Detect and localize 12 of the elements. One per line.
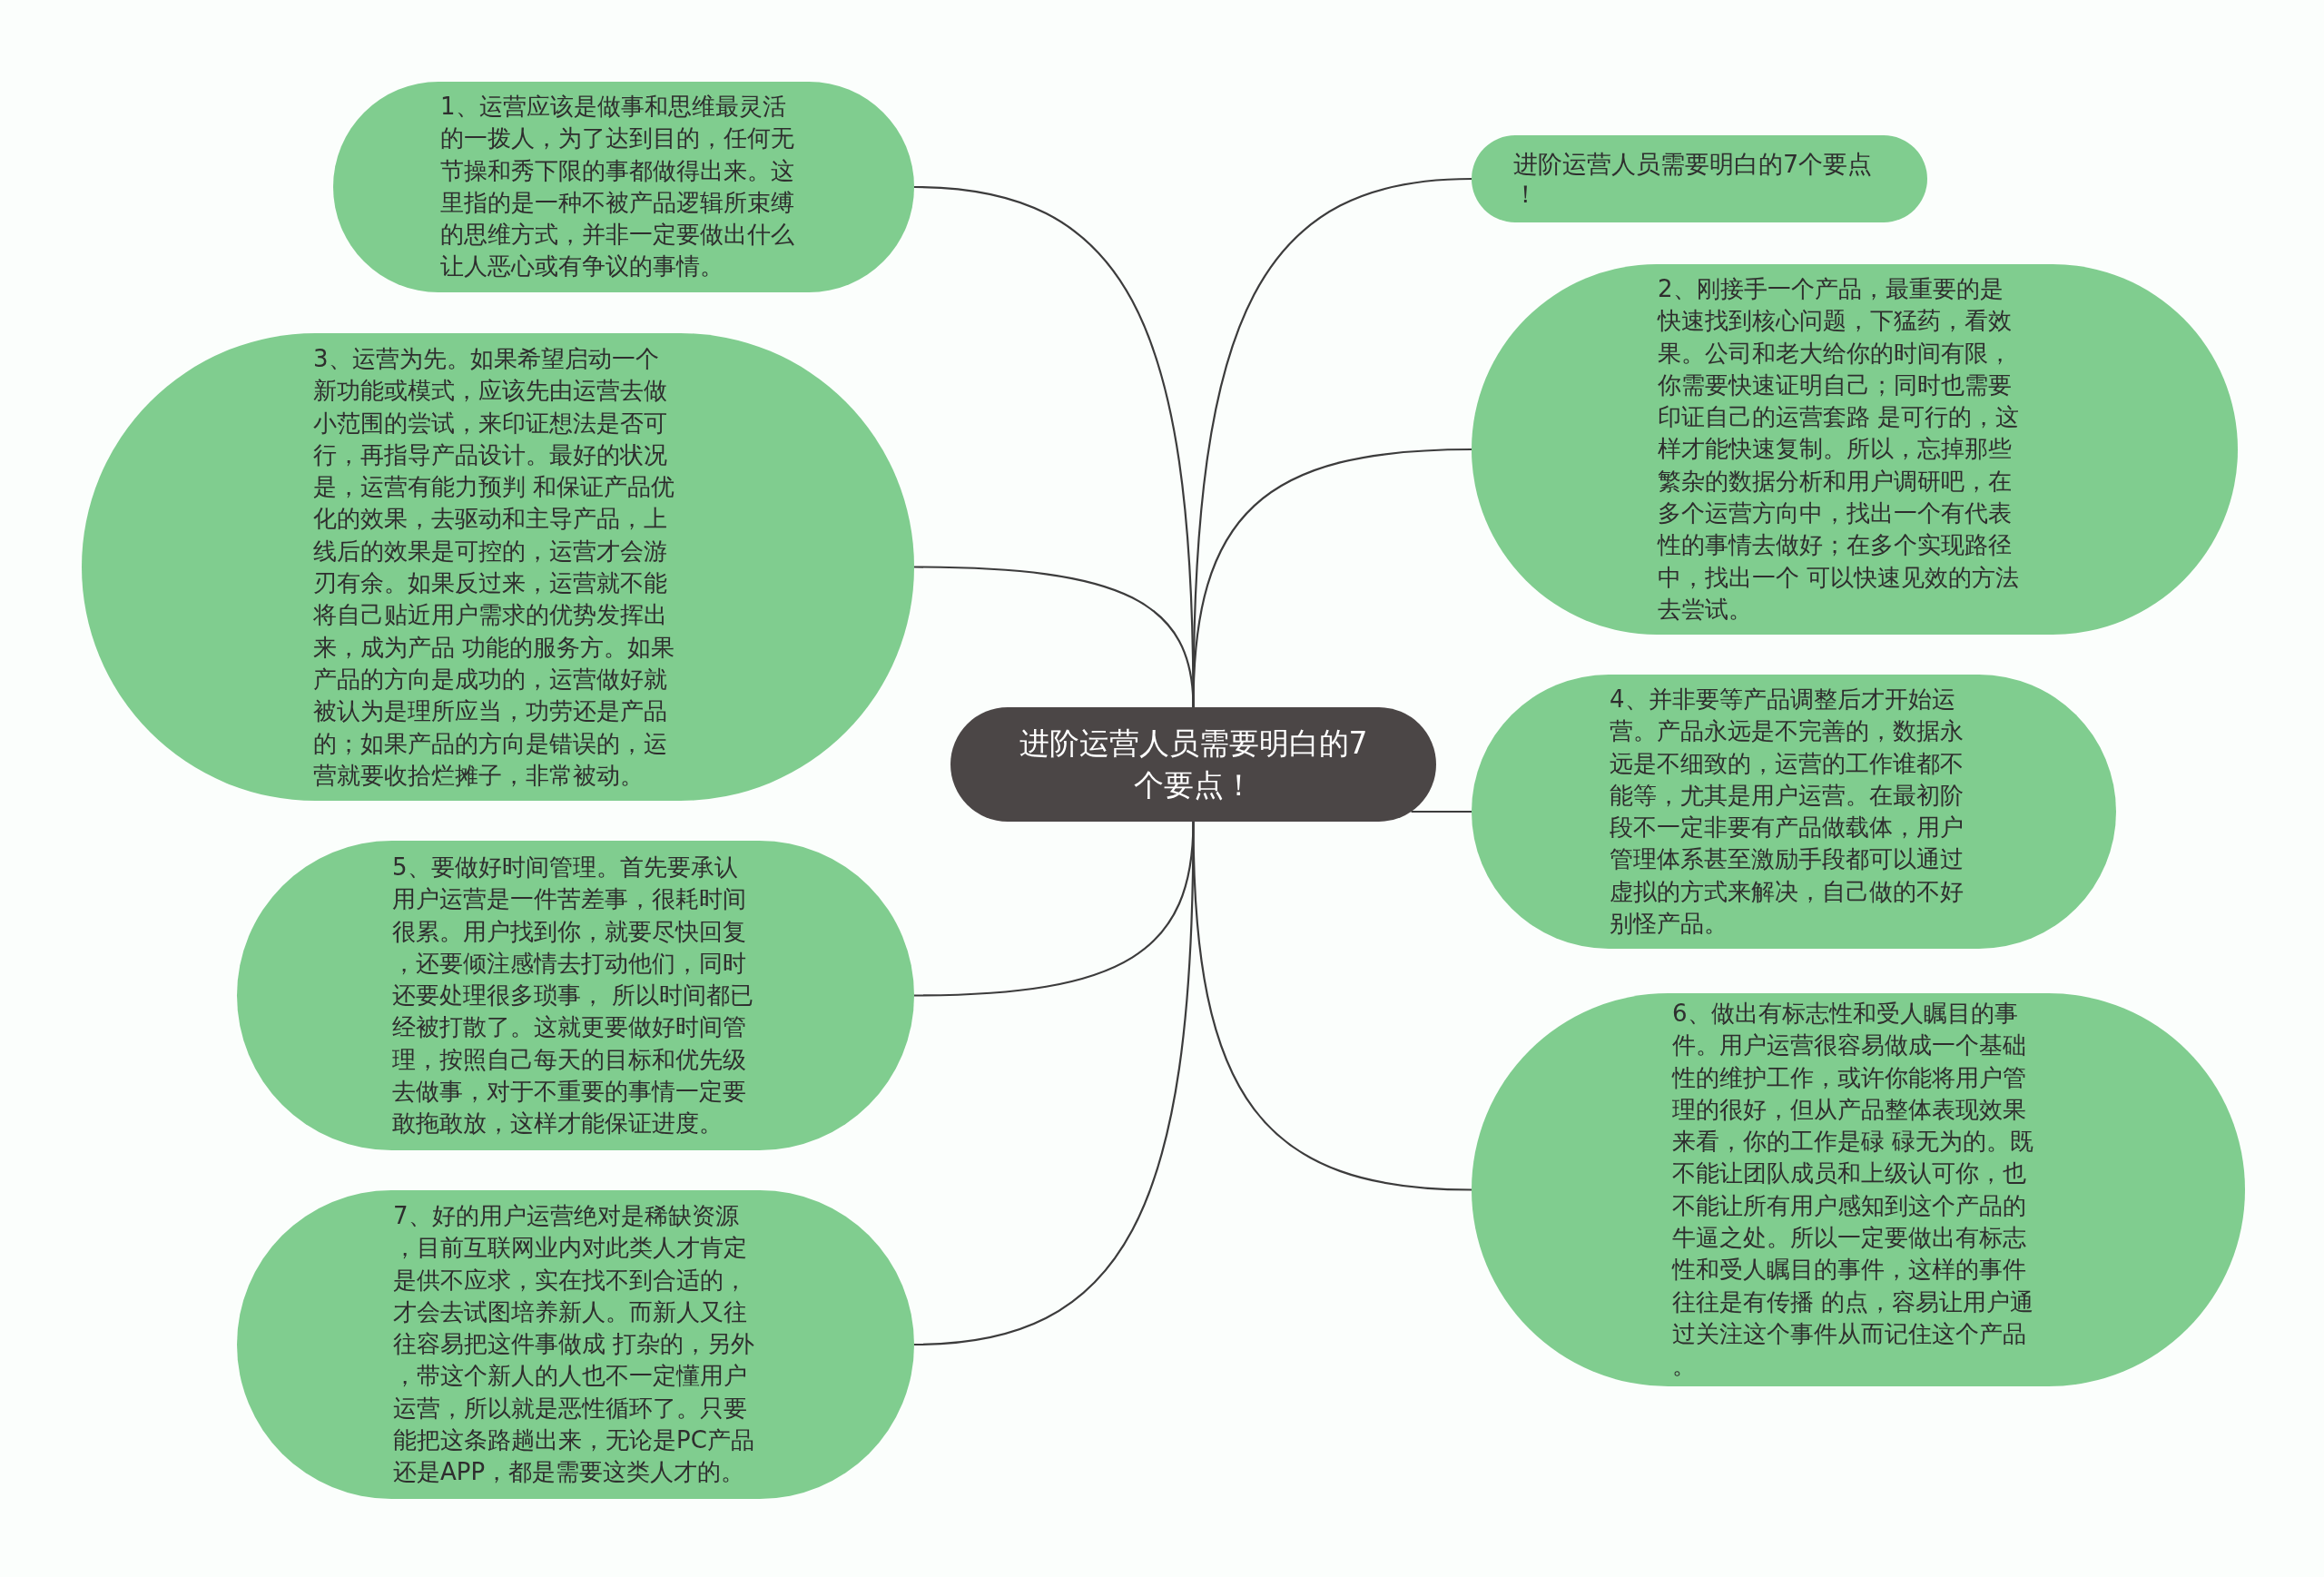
- topic-text: 4、并非要等产品调整后才开始运营。产品永远是不完善的，数据永远是不细致的，运营的工作谁都不能等，尤其是用户运营。在最初阶段不一定非要有产品做载体，用户管理体系甚至激励手段都可以通过虚拟的方式来解决，自己做的不好别怪产品。: [1610, 685, 1965, 940]
- topic-text: 1、运营应该是做事和思维最灵活的一拨人，为了达到目的，任何无节操和秀下限的事都做得出来。这里指的是一种不被产品逻辑所束缚的思维方式，并非一定要做出什么让人恶心或有争议的事情。: [440, 92, 795, 282]
- topic-text: 3、运营为先。如果希望启动一个新功能或模式，应该先由运营去做小范围的尝试，来印证想法是否可行，再指导产品设计。最好的状况是，运营有能力预判 和保证产品优化的效果，去驱动和主导产品，上线后的效果是可控的，运营才会游刃有余。如果反过来，运营就不能将自己贴近用户需求的优势发挥出来，成为产品 功能的服务方。如果产品的方向是成功的，运营做好就被认为是理所应当，功劳还是产品的；如果产品的方向是错误的，运营就要收拾烂摊子，非常被动。: [313, 344, 676, 791]
- topic-text: 7、好的用户运营绝对是稀缺资源，目前互联网业内对此类人才肯定是供不应求，实在找不到合适的，才会去试图培养新人。而新人又往往容易把这件事做成 打杂的，另外，带这个新人的人也不一定懂用户运营，所以就是恶性循环了。只要能把这条路趟出来，无论是PC产品还是APP，都是需要这类人才的。: [393, 1201, 756, 1488]
- connector-line: [914, 566, 1195, 708]
- topic-text: 2、刚接手一个产品，最重要的是快速找到核心问题，下猛药，看效果。公司和老大给你的时间有限，你需要快速证明自己；同时也需要印证自己的运营套路 是可行的，这样才能快速复制。所以，忘掉那些繁杂的数据分析和用户调研吧，在多个运营方向中，找出一个有代表性的事情去做好；在多个实现路径中，找出一个 可以快速见效的方法去尝试。: [1658, 274, 2021, 625]
- connector-line: [913, 822, 1195, 1346]
- topic-text: 6、做出有标志性和受人瞩目的事件。用户运营很容易做成一个基础性的维护工作，或许你能将用户管理的很好，但从产品整体表现效果来看，你的工作是碌 碌无为的。既不能让团队成员和上级认可你，也不能让所有用户感知到这个产品的牛逼之处。所以一定要做出有标志性和受人瞩目的事件，这样的事件往往是有传播 的点，容易让用户通过关注这个事件从而记住这个产品。: [1672, 999, 2035, 1382]
- topic-text: 进阶运营人员需要明白的7个要点！: [1513, 149, 1874, 209]
- connector-line: [1411, 810, 1472, 813]
- topic-text: 进阶运营人员需要明白的7个要点！: [1018, 724, 1369, 804]
- topic-text: 5、要做好时间管理。首先要承认用户运营是一件苦差事，很耗时间很累。用户找到你，就要尽快回复，还要倾注感情去打动他们，同时还要处理很多琐事， 所以时间都已经被打散了。这就更要做好时间管理，按照自己每天的目标和优先级去做事，对于不重要的事情一定要敢拖敢放，这样才能保证进度。: [392, 853, 755, 1139]
